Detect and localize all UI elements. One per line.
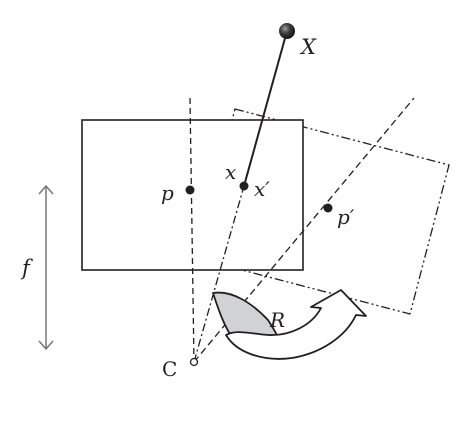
image-point-label: x: [225, 160, 236, 184]
projection-ray: [193, 185, 245, 363]
focal-length-label: f: [20, 256, 33, 280]
image-plane: [81, 119, 304, 271]
rotated-principal-point-marker: [323, 203, 333, 213]
rotated-image-point-label: x′: [254, 177, 270, 201]
world-point-label: X: [299, 35, 317, 59]
rotation-label: R: [269, 308, 285, 332]
rotated-principal-point-label: p′: [337, 205, 355, 229]
optical-axis: [189, 97, 195, 363]
rotated-image-plane: [195, 108, 450, 315]
principal-point-marker: [185, 185, 195, 195]
principal-point-label: p: [161, 181, 174, 205]
world-point-sphere: [279, 23, 295, 39]
camera-center-marker: [189, 357, 199, 367]
world-ray: [243, 30, 288, 187]
image-point-marker: [239, 181, 249, 191]
camera-center-label: C: [162, 357, 177, 381]
rotation-arrow-head: [225, 289, 367, 360]
rotation-arrow: [212, 289, 367, 360]
focal-length-arrow: [38, 184, 54, 351]
